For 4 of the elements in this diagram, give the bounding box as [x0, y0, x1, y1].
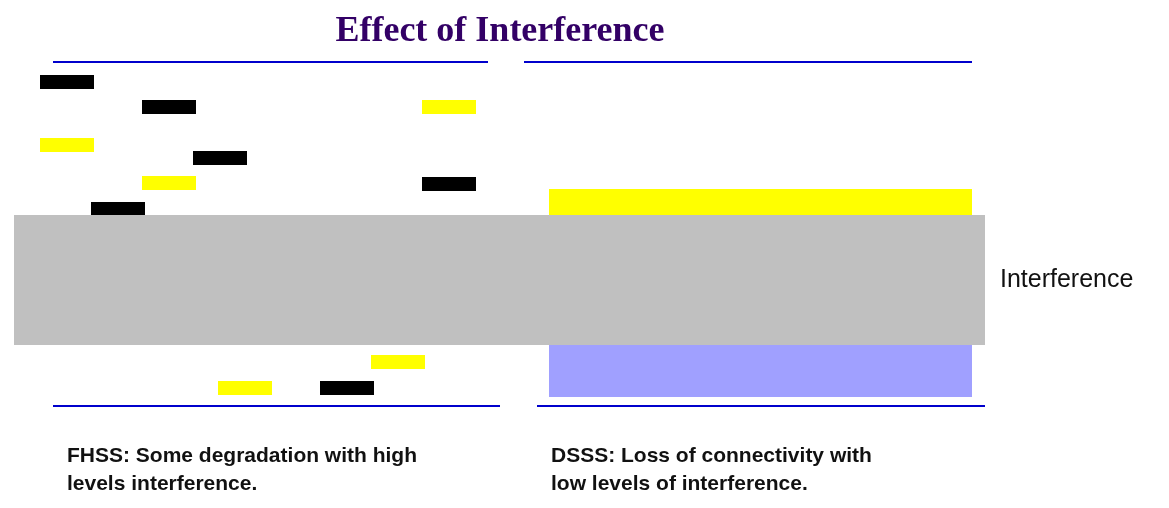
caption-text: DSSS: Loss of connectivity with low levels of interference. — [551, 442, 873, 496]
title: Effect of Interference — [334, 8, 666, 50]
interference-label: Interference — [1000, 264, 1135, 292]
caption-text: FHSS: Some degradation with high levels interference. — [67, 442, 418, 496]
